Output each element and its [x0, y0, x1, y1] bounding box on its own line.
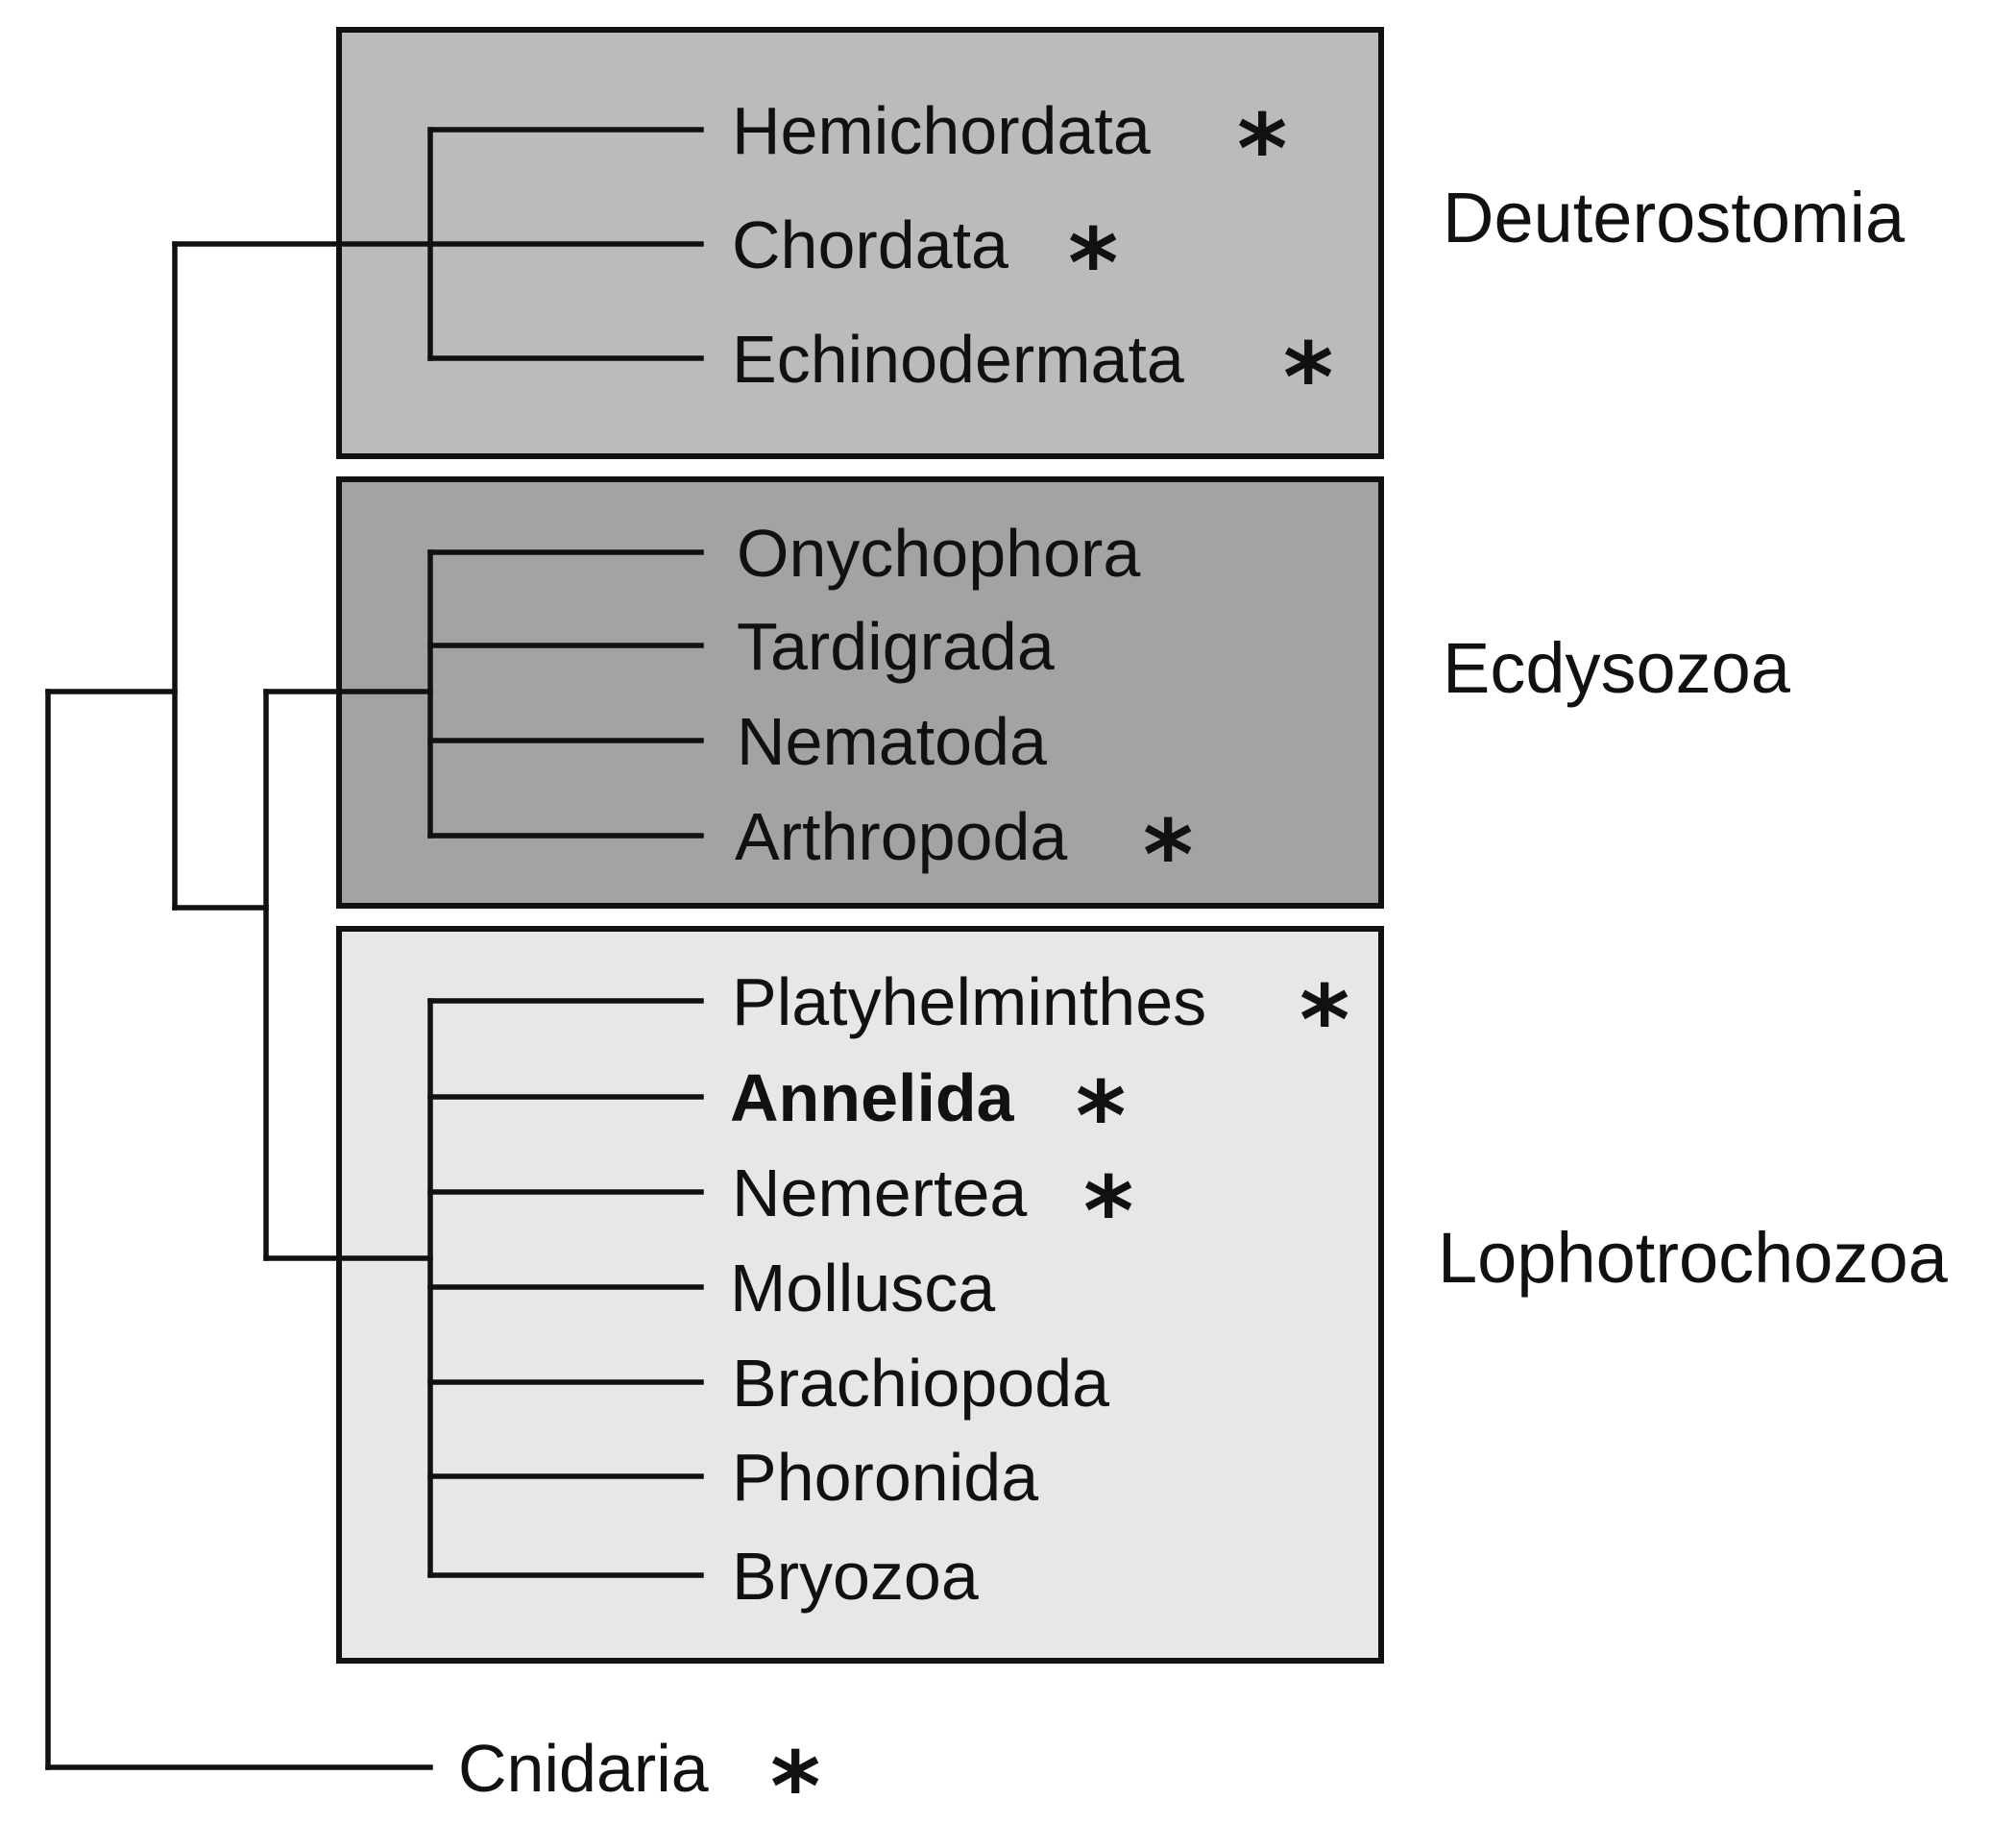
marker-annelida: * [1076, 1060, 1126, 1173]
marker-echinodermata: * [1283, 322, 1333, 434]
taxon-brachiopoda: Brachiopoda [732, 1346, 1109, 1421]
marker-platyhelminthes: * [1299, 964, 1349, 1077]
taxon-onychophora: Onychophora [737, 516, 1140, 591]
taxon-platyhelminthes: Platyhelminthes [732, 964, 1206, 1039]
taxon-bryozoa: Bryozoa [732, 1539, 979, 1614]
taxon-cnidaria: Cnidaria [458, 1731, 709, 1806]
marker-nemertea: * [1083, 1155, 1133, 1268]
taxon-annelida: Annelida [730, 1060, 1015, 1135]
taxon-labels: Hemichordata * Chordata * Echinodermata … [458, 93, 1349, 1824]
marker-cnidaria: * [770, 1731, 820, 1824]
taxon-phoronida: Phoronida [732, 1440, 1038, 1515]
marker-hemichordata: * [1237, 93, 1287, 206]
taxon-mollusca: Mollusca [730, 1251, 995, 1325]
clade-label-lophotrochozoa: Lophotrochozoa [1438, 1218, 1949, 1298]
taxon-arthropoda: Arthropoda [735, 799, 1067, 874]
clade-label-deuterostomia: Deuterostomia [1443, 178, 1906, 257]
taxon-tardigrada: Tardigrada [737, 609, 1055, 684]
taxon-nemertea: Nemertea [732, 1155, 1027, 1230]
clade-label-ecdysozoa: Ecdysozoa [1443, 628, 1791, 708]
lophotrochozoa-box [336, 926, 1384, 1664]
marker-arthropoda: * [1143, 799, 1193, 912]
taxon-hemichordata: Hemichordata [732, 93, 1151, 168]
marker-chordata: * [1068, 207, 1118, 320]
taxon-echinodermata: Echinodermata [732, 322, 1184, 397]
taxon-chordata: Chordata [732, 207, 1008, 282]
clade-labels: Deuterostomia Ecdysozoa Lophotrochozoa [1438, 178, 1949, 1298]
taxon-nematoda: Nematoda [737, 704, 1047, 779]
tree-branches [45, 127, 704, 1770]
